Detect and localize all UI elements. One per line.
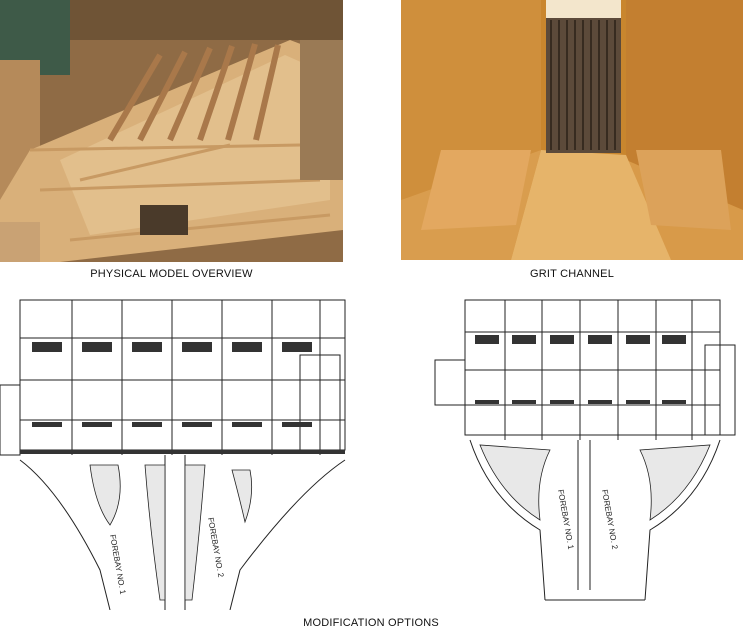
caption-physical-model-overview: PHYSICAL MODEL OVERVIEW — [90, 268, 253, 280]
physical-model-photo — [0, 0, 343, 262]
grit-channel-photo — [401, 0, 743, 260]
label-forebay-2-right: FOREBAY NO. 2 — [600, 489, 619, 551]
grit-channel-image — [401, 0, 743, 260]
drawing-left-svg: FOREBAY NO. 2 FOREBAY NO. 1 — [0, 299, 346, 611]
caption-modification-options: MODIFICATION OPTIONS — [303, 617, 439, 629]
label-forebay-2-left: FOREBAY NO. 2 — [206, 517, 225, 579]
caption-grit-channel: GRIT CHANNEL — [529, 268, 615, 280]
modification-drawing-left: FOREBAY NO. 2 FOREBAY NO. 1 — [0, 290, 390, 611]
physical-model-image — [0, 0, 343, 262]
label-forebay-1-left: FOREBAY NO. 1 — [108, 534, 127, 596]
modification-drawing-right: FOREBAY NO. 1 FOREBAY NO. 2 — [430, 290, 743, 610]
drawing-right-svg: FOREBAY NO. 1 FOREBAY NO. 2 — [434, 299, 736, 601]
label-forebay-1-right: FOREBAY NO. 1 — [556, 489, 575, 551]
